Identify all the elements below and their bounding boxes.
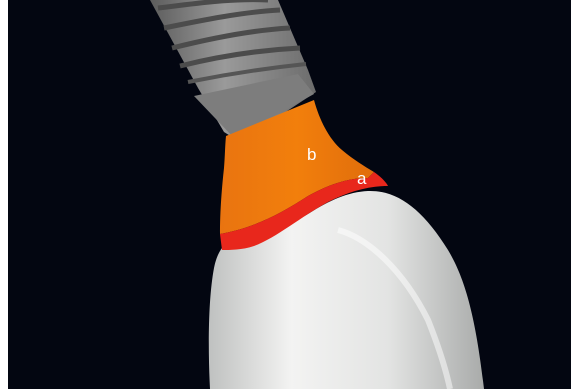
label-b: b <box>307 146 316 163</box>
label-a: a <box>357 170 366 187</box>
implant-crown-drawing <box>8 0 571 389</box>
dental-implant-illustration: b a <box>8 0 571 389</box>
